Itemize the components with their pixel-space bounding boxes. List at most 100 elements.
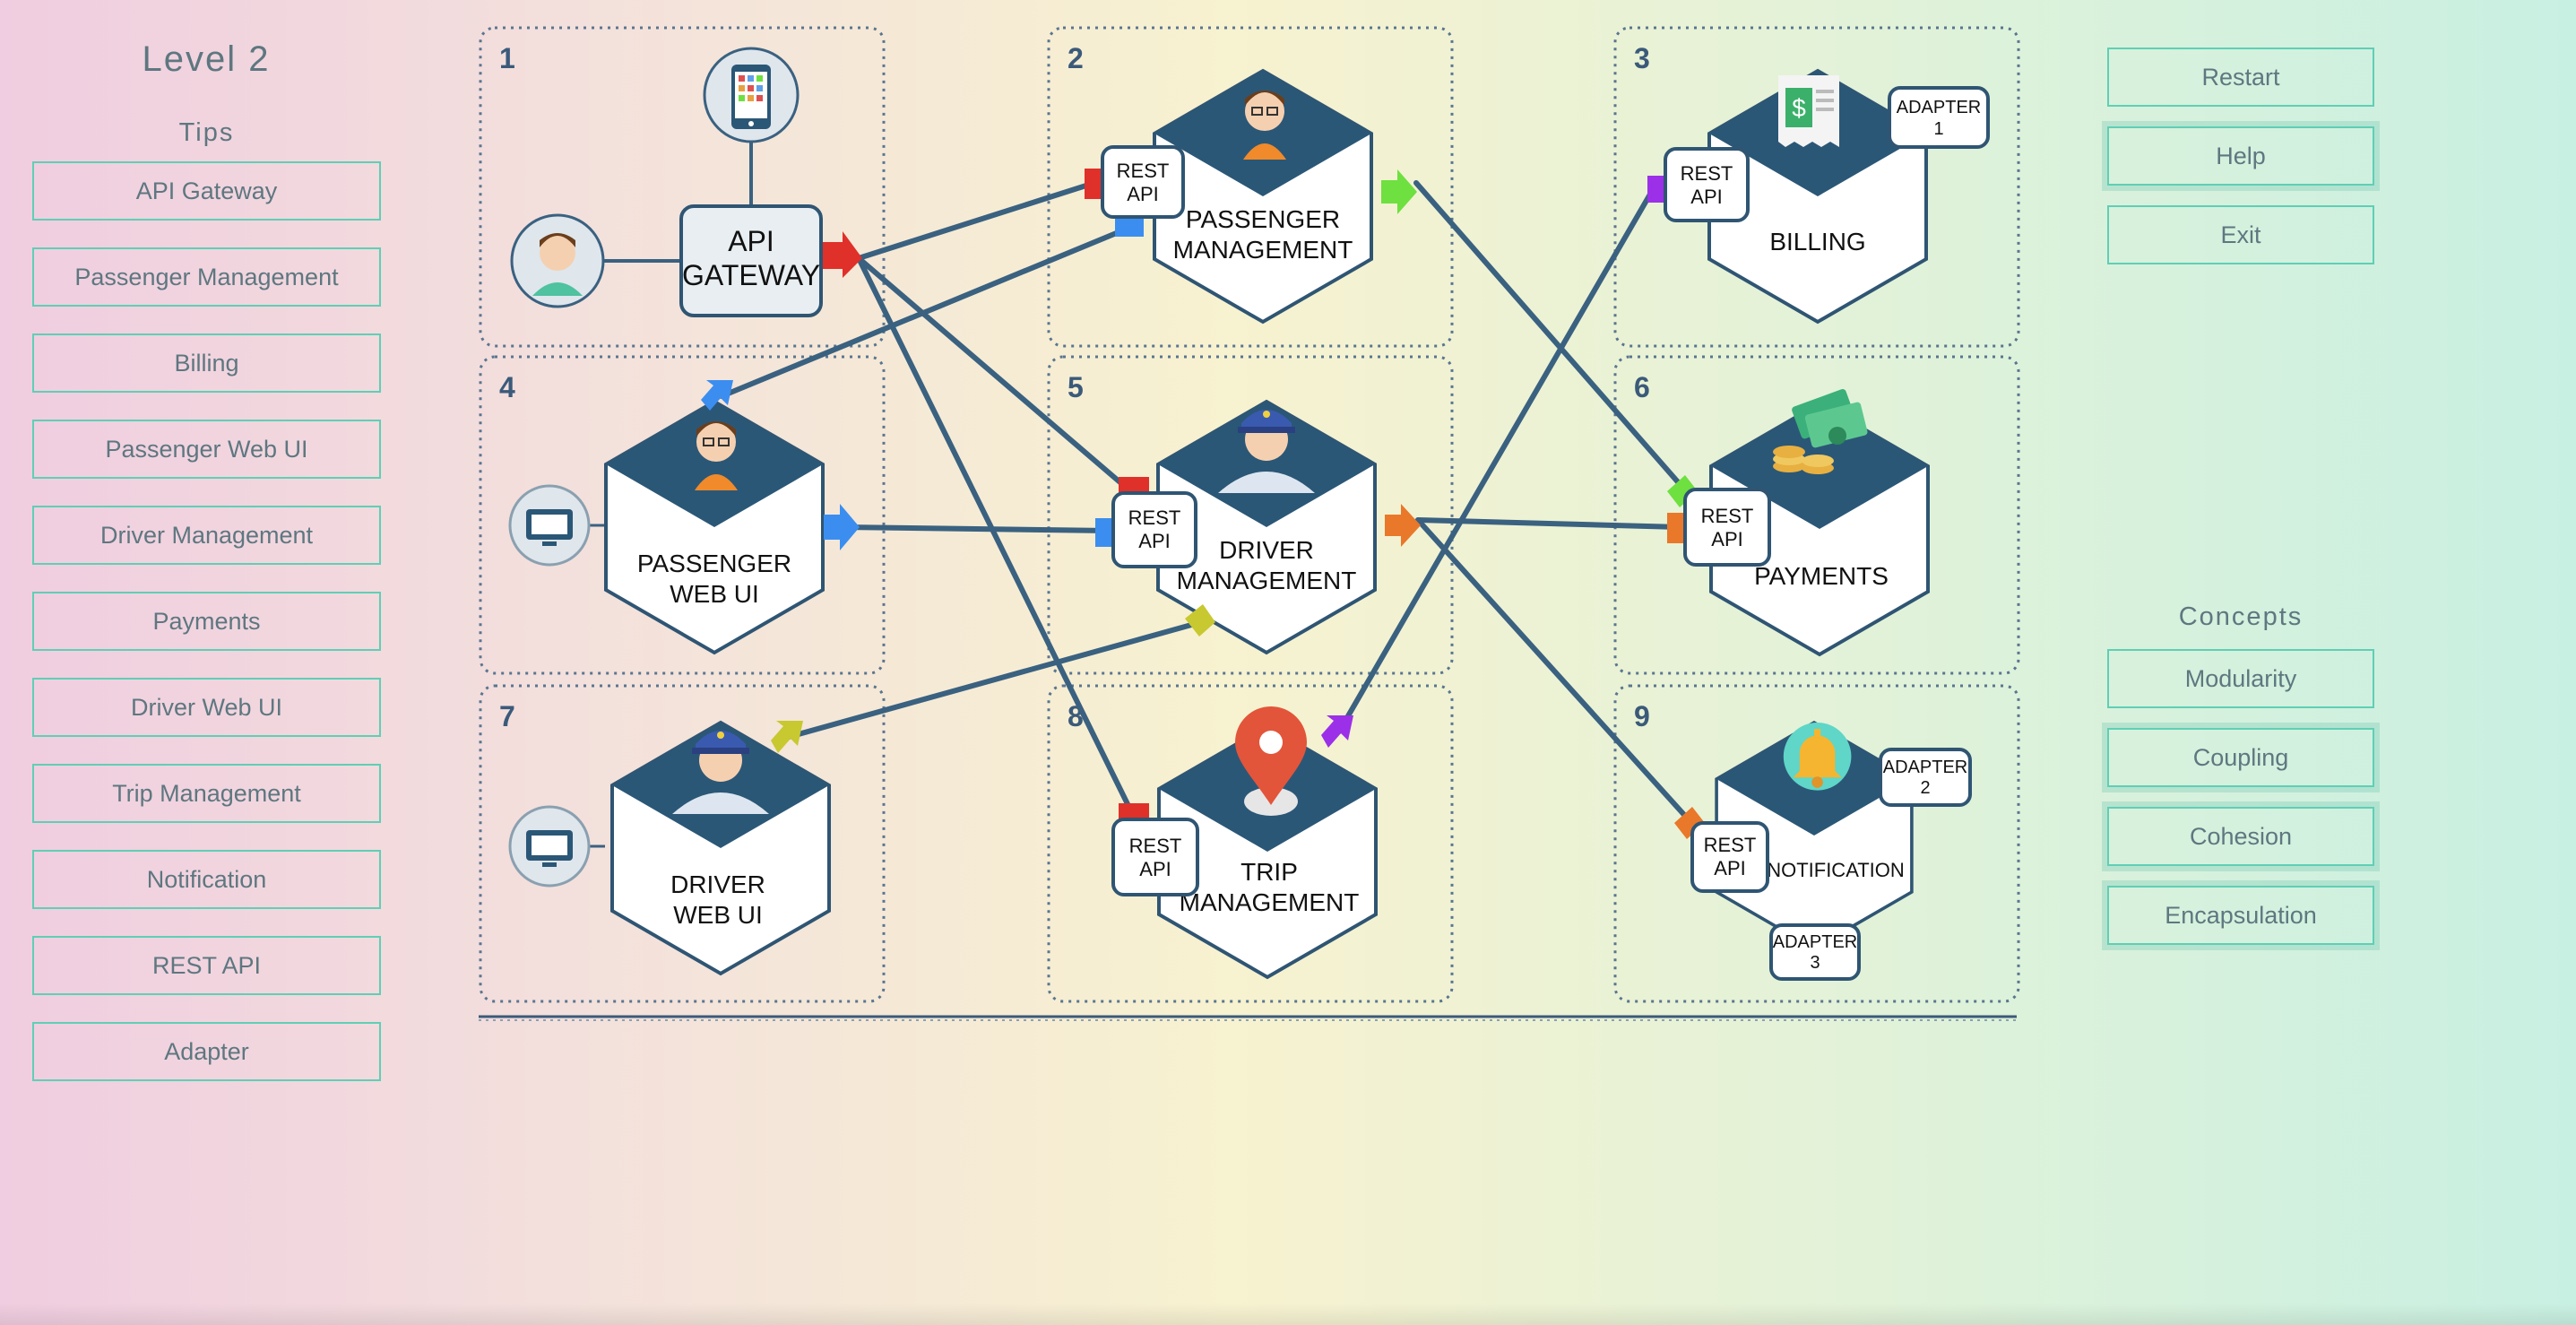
help-button[interactable]: Help	[2107, 126, 2374, 186]
passenger-management-port-red[interactable]	[1085, 169, 1102, 199]
trip-management-label-2: MANAGEMENT	[1180, 888, 1360, 916]
tip-billing-button[interactable]: Billing	[32, 333, 381, 393]
passenger-management-label-1: PASSENGER	[1186, 205, 1340, 233]
concept-cohesion-button[interactable]: Cohesion	[2107, 807, 2374, 866]
exit-button[interactable]: Exit	[2107, 205, 2374, 264]
cell-number-4: 4	[499, 371, 515, 403]
rest-api-label-1: REST	[1681, 162, 1733, 185]
passenger-web-ui-label-1: PASSENGER	[637, 550, 791, 577]
cell-number-6: 6	[1634, 371, 1650, 403]
api-gateway-block[interactable]: API GATEWAY	[679, 204, 862, 317]
driver-management-port-red[interactable]	[1119, 477, 1149, 493]
tip-trip-management-button[interactable]: Trip Management	[32, 764, 381, 823]
billing-rest-api[interactable]: REST API	[1664, 147, 1750, 222]
payments-port-orange[interactable]	[1667, 513, 1687, 543]
tip-driver-web-ui-button[interactable]: Driver Web UI	[32, 678, 381, 737]
notification-service[interactable]	[1715, 721, 1914, 950]
driver-management-port-yellow[interactable]	[1185, 604, 1215, 637]
adapter-2[interactable]: ADAPTER 2	[1879, 748, 1972, 807]
passenger-avatar-icon	[695, 421, 738, 490]
connector-driver-mgmt-notification[interactable]	[1415, 517, 1688, 818]
trip-management-label-1: TRIP	[1240, 858, 1298, 886]
map-pin-icon	[1235, 706, 1307, 816]
cell-number-2: 2	[1068, 42, 1084, 74]
payments-service[interactable]: PAYMENTS	[1709, 388, 1930, 656]
tip-adapter-button[interactable]: Adapter	[32, 1022, 381, 1081]
tip-notification-button[interactable]: Notification	[32, 850, 381, 909]
rest-api-label-2: API	[1690, 186, 1722, 208]
notification-port-orange[interactable]	[1674, 807, 1705, 839]
rest-api-label-2: API	[1711, 528, 1742, 550]
cell-4[interactable]	[479, 355, 886, 675]
payments-rest-api[interactable]: REST API	[1683, 488, 1771, 567]
driver-web-ui-top-port-arrow-icon[interactable]	[771, 721, 803, 753]
receipt-icon: $	[1778, 75, 1839, 147]
cell-1[interactable]	[479, 26, 886, 348]
tip-passenger-management-button[interactable]: Passenger Management	[32, 247, 381, 307]
notification-rest-api[interactable]: REST API	[1690, 821, 1769, 893]
tip-passenger-web-ui-button[interactable]: Passenger Web UI	[32, 420, 381, 479]
tips-title: Tips	[178, 118, 235, 147]
driver-management-port-blue[interactable]	[1095, 518, 1113, 547]
connector-gateway-driver-mgmt[interactable]	[856, 255, 1125, 487]
passenger-management-rest-api[interactable]: REST API	[1101, 145, 1185, 219]
trip-management-rest-api[interactable]: REST API	[1111, 818, 1199, 896]
driver-web-ui-label-1: DRIVER	[670, 870, 765, 898]
connector-passenger-web-ui-passenger-mgmt[interactable]	[719, 225, 1132, 399]
concept-encapsulation-button[interactable]: Encapsulation	[2107, 886, 2374, 945]
trip-management-top-port-arrow-icon[interactable]	[1321, 715, 1353, 748]
passenger-web-ui-output-port-arrow-icon[interactable]	[824, 504, 860, 550]
tip-rest-api-button[interactable]: REST API	[32, 936, 381, 995]
concepts-title: Concepts	[2178, 602, 2304, 631]
api-gateway-label-2: GATEWAY	[682, 259, 820, 291]
billing-port-purple[interactable]	[1647, 176, 1665, 203]
cell-8[interactable]	[1047, 684, 1454, 1003]
adapter-1[interactable]: ADAPTER 1	[1888, 86, 1990, 149]
passenger-management-service[interactable]: PASSENGER MANAGEMENT	[1153, 69, 1417, 324]
cell-2[interactable]	[1047, 26, 1454, 348]
trip-management-port-red[interactable]	[1119, 803, 1149, 819]
restart-button[interactable]: Restart	[2107, 48, 2374, 107]
driver-management-output-port-arrow-icon[interactable]	[1385, 504, 1421, 547]
connector-gateway-trip-mgmt[interactable]	[856, 255, 1134, 814]
adapter-2-label-2: 2	[1920, 778, 1930, 798]
gateway-output-port-arrow-icon[interactable]	[823, 231, 862, 278]
driver-web-ui-service[interactable]: DRIVER WEB UI	[610, 721, 831, 975]
trip-management-service[interactable]: TRIP MANAGEMENT	[1157, 706, 1378, 979]
adapter-3[interactable]: ADAPTER 3	[1769, 923, 1861, 981]
rest-api-label-2: API	[1714, 857, 1745, 879]
concept-coupling-button[interactable]: Coupling	[2107, 728, 2374, 787]
passenger-management-port-blue[interactable]	[1115, 219, 1144, 237]
cell-9[interactable]	[1613, 684, 2020, 1003]
tip-payments-button[interactable]: Payments	[32, 592, 381, 651]
driver-web-ui-client	[508, 805, 605, 888]
cell-5[interactable]	[1047, 355, 1454, 675]
cell-6[interactable]	[1613, 355, 2020, 675]
cell-7[interactable]	[479, 684, 886, 1003]
adapter-3-label-2: 3	[1810, 953, 1820, 973]
payments-port-green[interactable]	[1667, 475, 1698, 507]
svg-text:$: $	[1792, 94, 1806, 122]
tip-api-gateway-button[interactable]: API Gateway	[32, 161, 381, 221]
connector-passenger-mgmt-payments[interactable]	[1413, 180, 1682, 487]
connector-passenger-web-ui-driver-mgmt[interactable]	[840, 524, 1112, 533]
tip-driver-management-button[interactable]: Driver Management	[32, 506, 381, 565]
adapter-2-label-1: ADAPTER	[1883, 758, 1967, 777]
connector-gateway-passenger-mgmt[interactable]	[856, 181, 1094, 261]
passenger-client	[510, 213, 681, 308]
adapter-1-label-2: 1	[1933, 119, 1943, 139]
passenger-web-ui-service[interactable]: PASSENGER WEB UI	[604, 400, 860, 654]
cell-3[interactable]	[1613, 26, 2020, 348]
cell-number-1: 1	[499, 42, 515, 74]
billing-service[interactable]: $ BILLING	[1707, 69, 1928, 324]
rest-api-label-1: REST	[1129, 835, 1182, 857]
connector-driver-web-ui-driver-mgmt[interactable]	[786, 619, 1204, 740]
cell-numbers: 1 2 3 4 5 6 7 8 9	[499, 42, 1650, 732]
connector-trip-mgmt-billing[interactable]	[1336, 184, 1657, 734]
driver-management-rest-api[interactable]: REST API	[1111, 491, 1197, 568]
driver-management-service[interactable]: DRIVER MANAGEMENT	[1156, 400, 1421, 654]
passenger-management-output-port-arrow-icon[interactable]	[1381, 169, 1417, 214]
rest-api-label-1: REST	[1704, 834, 1757, 856]
passenger-web-ui-top-port-arrow-icon[interactable]	[701, 380, 733, 411]
concept-modularity-button[interactable]: Modularity	[2107, 649, 2374, 708]
